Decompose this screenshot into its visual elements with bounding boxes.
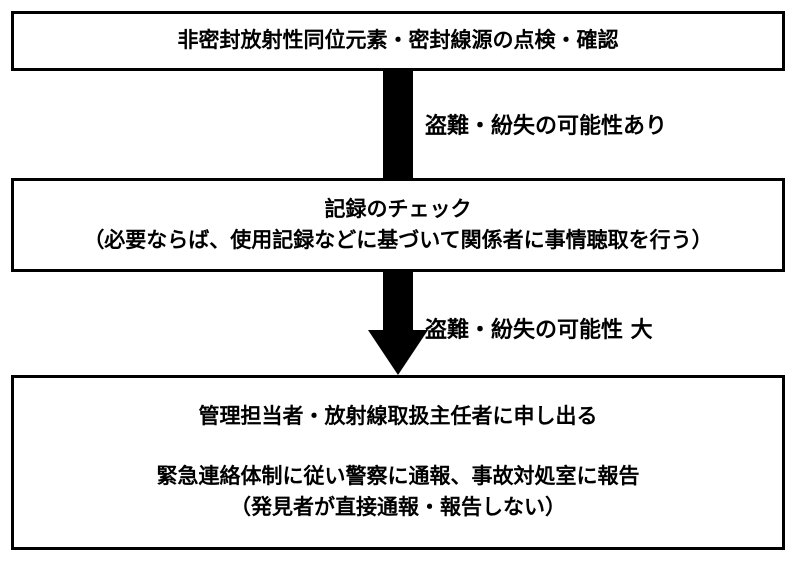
condition-1-label: 盗難・紛失の可能性あり (425, 114, 668, 139)
arrow-1-shaft (383, 71, 413, 178)
step-1-box: 非密封放射性同位元素・密封線源の点検・確認 (11, 11, 785, 71)
step-2-title: 記録のチェック (324, 196, 472, 221)
step-3-line-3: （発見者が直接通報・報告しない） (230, 495, 566, 520)
step-3-line-1: 管理担当者・放射線取扱主任者に申し出る (198, 404, 598, 429)
arrow-2-shaft (383, 272, 413, 330)
step-1-text: 非密封放射性同位元素・密封線源の点検・確認 (177, 28, 619, 53)
arrow-2-head (368, 330, 428, 375)
condition-2-label: 盗難・紛失の可能性 大 (425, 318, 653, 343)
step-2-note: （必要ならば、使用記録などに基づいて関係者に事情聴取を行う） (83, 228, 713, 252)
step-3-line-2: 緊急連絡体制に従い警察に通報、事故対処室に報告 (156, 463, 640, 488)
step-2-box: 記録のチェック （必要ならば、使用記録などに基づいて関係者に事情聴取を行う） (11, 178, 785, 272)
step-3-box: 管理担当者・放射線取扱主任者に申し出る 緊急連絡体制に従い警察に通報、事故対処室… (11, 375, 785, 550)
